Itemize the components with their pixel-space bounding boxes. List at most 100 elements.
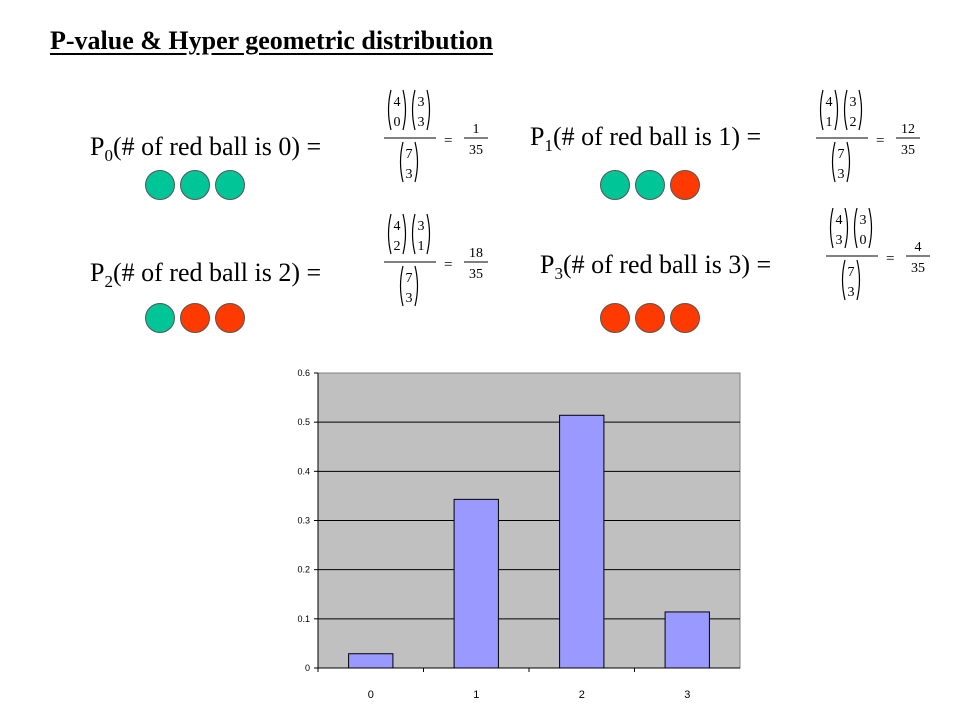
binom-bottom: 1 bbox=[826, 115, 833, 130]
result-denominator: 35 bbox=[469, 267, 483, 282]
equals-sign: = bbox=[886, 251, 894, 267]
bar-chart: 0 0.1 0.2 0.3 0.4 0.5 0.6 0 1 2 3 bbox=[297, 368, 741, 701]
equation-p0: P0(# of red ball is 0) = bbox=[90, 132, 321, 166]
prob-subscript: 3 bbox=[554, 264, 563, 284]
red-ball bbox=[180, 303, 210, 333]
paren bbox=[819, 89, 824, 131]
y-tick-label: 0.3 bbox=[297, 516, 310, 526]
binom-bottom: 3 bbox=[418, 115, 425, 130]
paren bbox=[426, 213, 431, 255]
result-denominator: 35 bbox=[469, 143, 483, 158]
binom-bottom: 3 bbox=[838, 167, 845, 182]
prob-text: (# of red ball is 2) = bbox=[112, 258, 322, 287]
equation-p1: P1(# of red ball is 1) = bbox=[530, 122, 761, 156]
green-ball bbox=[635, 170, 665, 200]
binom-bottom: 0 bbox=[860, 233, 867, 248]
result-numerator: 18 bbox=[469, 246, 483, 261]
equation-p3: P3(# of red ball is 3) = bbox=[540, 250, 771, 284]
prob-text: (# of red ball is 3) = bbox=[562, 250, 772, 279]
paren bbox=[399, 265, 404, 307]
prob-subscript: 2 bbox=[104, 272, 113, 292]
paren bbox=[843, 89, 848, 131]
result-denominator: 35 bbox=[911, 261, 925, 276]
y-tick-label: 0 bbox=[305, 663, 310, 673]
binom-top: 4 bbox=[836, 213, 843, 228]
paren bbox=[853, 207, 858, 249]
result-numerator: 12 bbox=[901, 122, 915, 137]
y-tick-label: 0.6 bbox=[297, 368, 310, 378]
binom-top: 7 bbox=[838, 147, 845, 162]
red-ball bbox=[670, 303, 700, 333]
balls-p1 bbox=[600, 170, 700, 200]
binom-top: 3 bbox=[418, 95, 425, 110]
x-tick-label: 2 bbox=[579, 689, 585, 701]
green-ball bbox=[145, 170, 175, 200]
paren bbox=[399, 141, 404, 183]
bar bbox=[453, 498, 499, 669]
paren bbox=[831, 141, 836, 183]
paren bbox=[844, 207, 849, 249]
binom-top: 4 bbox=[394, 219, 401, 234]
fraction-p3: 4 3 3 0 7 3 = 4 35 bbox=[826, 207, 930, 301]
red-ball bbox=[670, 170, 700, 200]
prob-symbol: P bbox=[530, 122, 545, 151]
red-ball bbox=[600, 303, 630, 333]
paren bbox=[856, 259, 861, 301]
green-ball bbox=[600, 170, 630, 200]
bar bbox=[664, 611, 710, 669]
paren bbox=[411, 89, 416, 131]
equation-p2: P2(# of red ball is 2) = bbox=[90, 258, 321, 292]
balls-p0 bbox=[145, 170, 245, 200]
paren bbox=[387, 89, 392, 131]
green-ball bbox=[145, 303, 175, 333]
binom-bottom: 3 bbox=[836, 233, 843, 248]
bar bbox=[348, 653, 394, 669]
balls-p2 bbox=[145, 303, 245, 333]
x-tick-label: 0 bbox=[368, 689, 374, 701]
page-title: P-value & Hyper geometric distribution bbox=[50, 26, 493, 55]
paren bbox=[402, 89, 407, 131]
paren bbox=[841, 259, 846, 301]
binom-top: 3 bbox=[418, 219, 425, 234]
binom-top: 7 bbox=[848, 265, 855, 280]
y-tick-label: 0.4 bbox=[297, 466, 310, 476]
binom-bottom: 3 bbox=[848, 285, 855, 300]
equals-sign: = bbox=[444, 257, 452, 273]
paren bbox=[414, 141, 419, 183]
binom-bottom: 0 bbox=[394, 115, 401, 130]
x-tick-label: 1 bbox=[473, 689, 479, 701]
paren bbox=[834, 89, 839, 131]
red-ball bbox=[635, 303, 665, 333]
result-numerator: 1 bbox=[473, 122, 480, 137]
binom-bottom: 1 bbox=[418, 239, 425, 254]
bar bbox=[559, 414, 605, 669]
binom-top: 7 bbox=[406, 271, 413, 286]
binom-top: 7 bbox=[406, 147, 413, 162]
paren bbox=[868, 207, 873, 249]
prob-symbol: P bbox=[90, 258, 105, 287]
y-tick-label: 0.1 bbox=[297, 614, 310, 624]
prob-symbol: P bbox=[540, 250, 555, 279]
balls-p3 bbox=[600, 303, 700, 333]
equals-sign: = bbox=[876, 133, 884, 149]
x-tick-label: 3 bbox=[684, 689, 690, 701]
red-ball bbox=[215, 303, 245, 333]
binom-top: 3 bbox=[860, 213, 867, 228]
paren bbox=[829, 207, 834, 249]
result-denominator: 35 bbox=[901, 143, 915, 158]
paren bbox=[846, 141, 851, 183]
prob-subscript: 1 bbox=[544, 136, 553, 156]
binom-top: 3 bbox=[850, 95, 857, 110]
prob-subscript: 0 bbox=[104, 146, 113, 166]
binom-bottom: 2 bbox=[850, 115, 857, 130]
y-tick-label: 0.5 bbox=[297, 417, 310, 427]
paren bbox=[402, 213, 407, 255]
binom-bottom: 3 bbox=[406, 167, 413, 182]
y-tick-label: 0.2 bbox=[297, 565, 310, 575]
result-numerator: 4 bbox=[915, 240, 922, 255]
green-ball bbox=[180, 170, 210, 200]
paren bbox=[858, 89, 863, 131]
